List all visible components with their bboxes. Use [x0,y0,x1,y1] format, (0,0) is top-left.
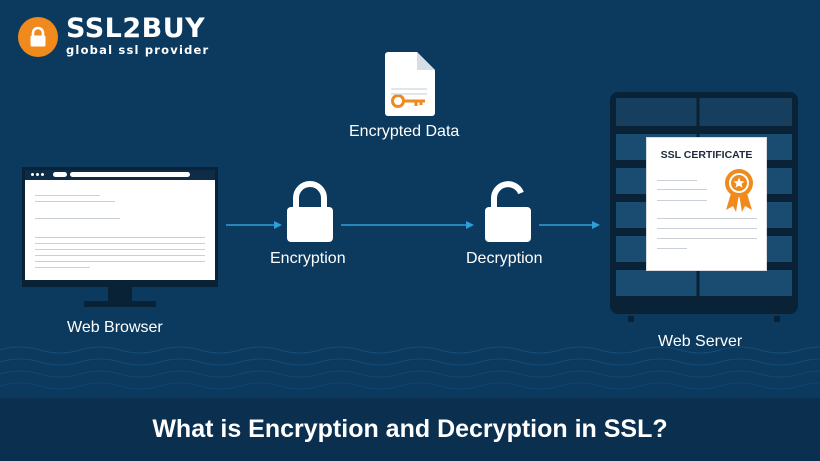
document-key-icon [385,52,435,116]
monitor-stand [108,287,132,302]
wave-decoration [0,346,820,390]
encrypted-data-label: Encrypted Data [349,123,460,140]
brand-logo[interactable]: SSL2BUY global ssl provider [18,13,210,57]
brand-tagline: global ssl provider [66,43,210,57]
padlock-unlocked-icon [485,181,531,242]
ssl-certificate: SSL CERTIFICATE [646,137,767,271]
lock-icon [18,16,58,57]
padlock-locked-icon [287,181,333,242]
web-server-label: Web Server [658,333,743,350]
monitor-bezel [22,281,218,287]
encryption-label: Encryption [270,250,346,267]
footer-banner: What is Encryption and Decryption in SSL… [0,398,820,461]
decryption-label: Decryption [466,250,543,267]
brand-name: SSL2BUY [66,13,206,44]
page-title: What is Encryption and Decryption in SSL… [152,415,668,443]
web-browser-label: Web Browser [67,319,163,336]
ribbon-badge-icon [725,169,753,212]
flow-arrows [226,221,600,229]
monitor-base [84,301,156,307]
monitor-icon [22,167,218,283]
certificate-title: SSL CERTIFICATE [660,149,753,161]
